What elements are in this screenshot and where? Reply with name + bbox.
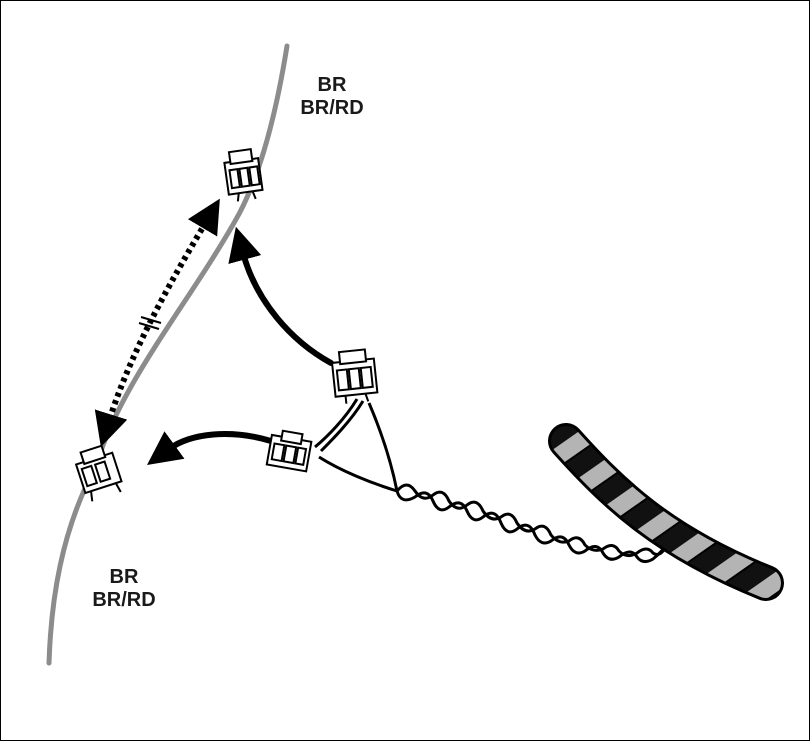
wire-color-label-bottom: BR BR/RD <box>64 566 184 612</box>
dotted-double-arrow <box>94 198 220 447</box>
connector-icon <box>223 147 264 202</box>
label-line-1: BR <box>109 566 139 588</box>
connector-icon <box>74 444 123 502</box>
break-mark <box>140 316 162 324</box>
conduit-icon <box>548 423 784 601</box>
connector-icon <box>330 348 379 404</box>
connector-icon <box>265 429 313 473</box>
wire-color-label-top: BR BR/RD <box>272 74 392 120</box>
break-mark <box>138 322 160 330</box>
label-line-2: BR/RD <box>300 97 364 119</box>
twisted-pair-icon <box>395 483 671 564</box>
arrow-to-upper-connector <box>228 226 334 366</box>
arrow-to-lower-connector <box>146 431 274 465</box>
label-line-2: BR/RD <box>92 589 156 611</box>
adapter-wires <box>314 398 399 493</box>
label-line-1: BR <box>317 74 347 96</box>
